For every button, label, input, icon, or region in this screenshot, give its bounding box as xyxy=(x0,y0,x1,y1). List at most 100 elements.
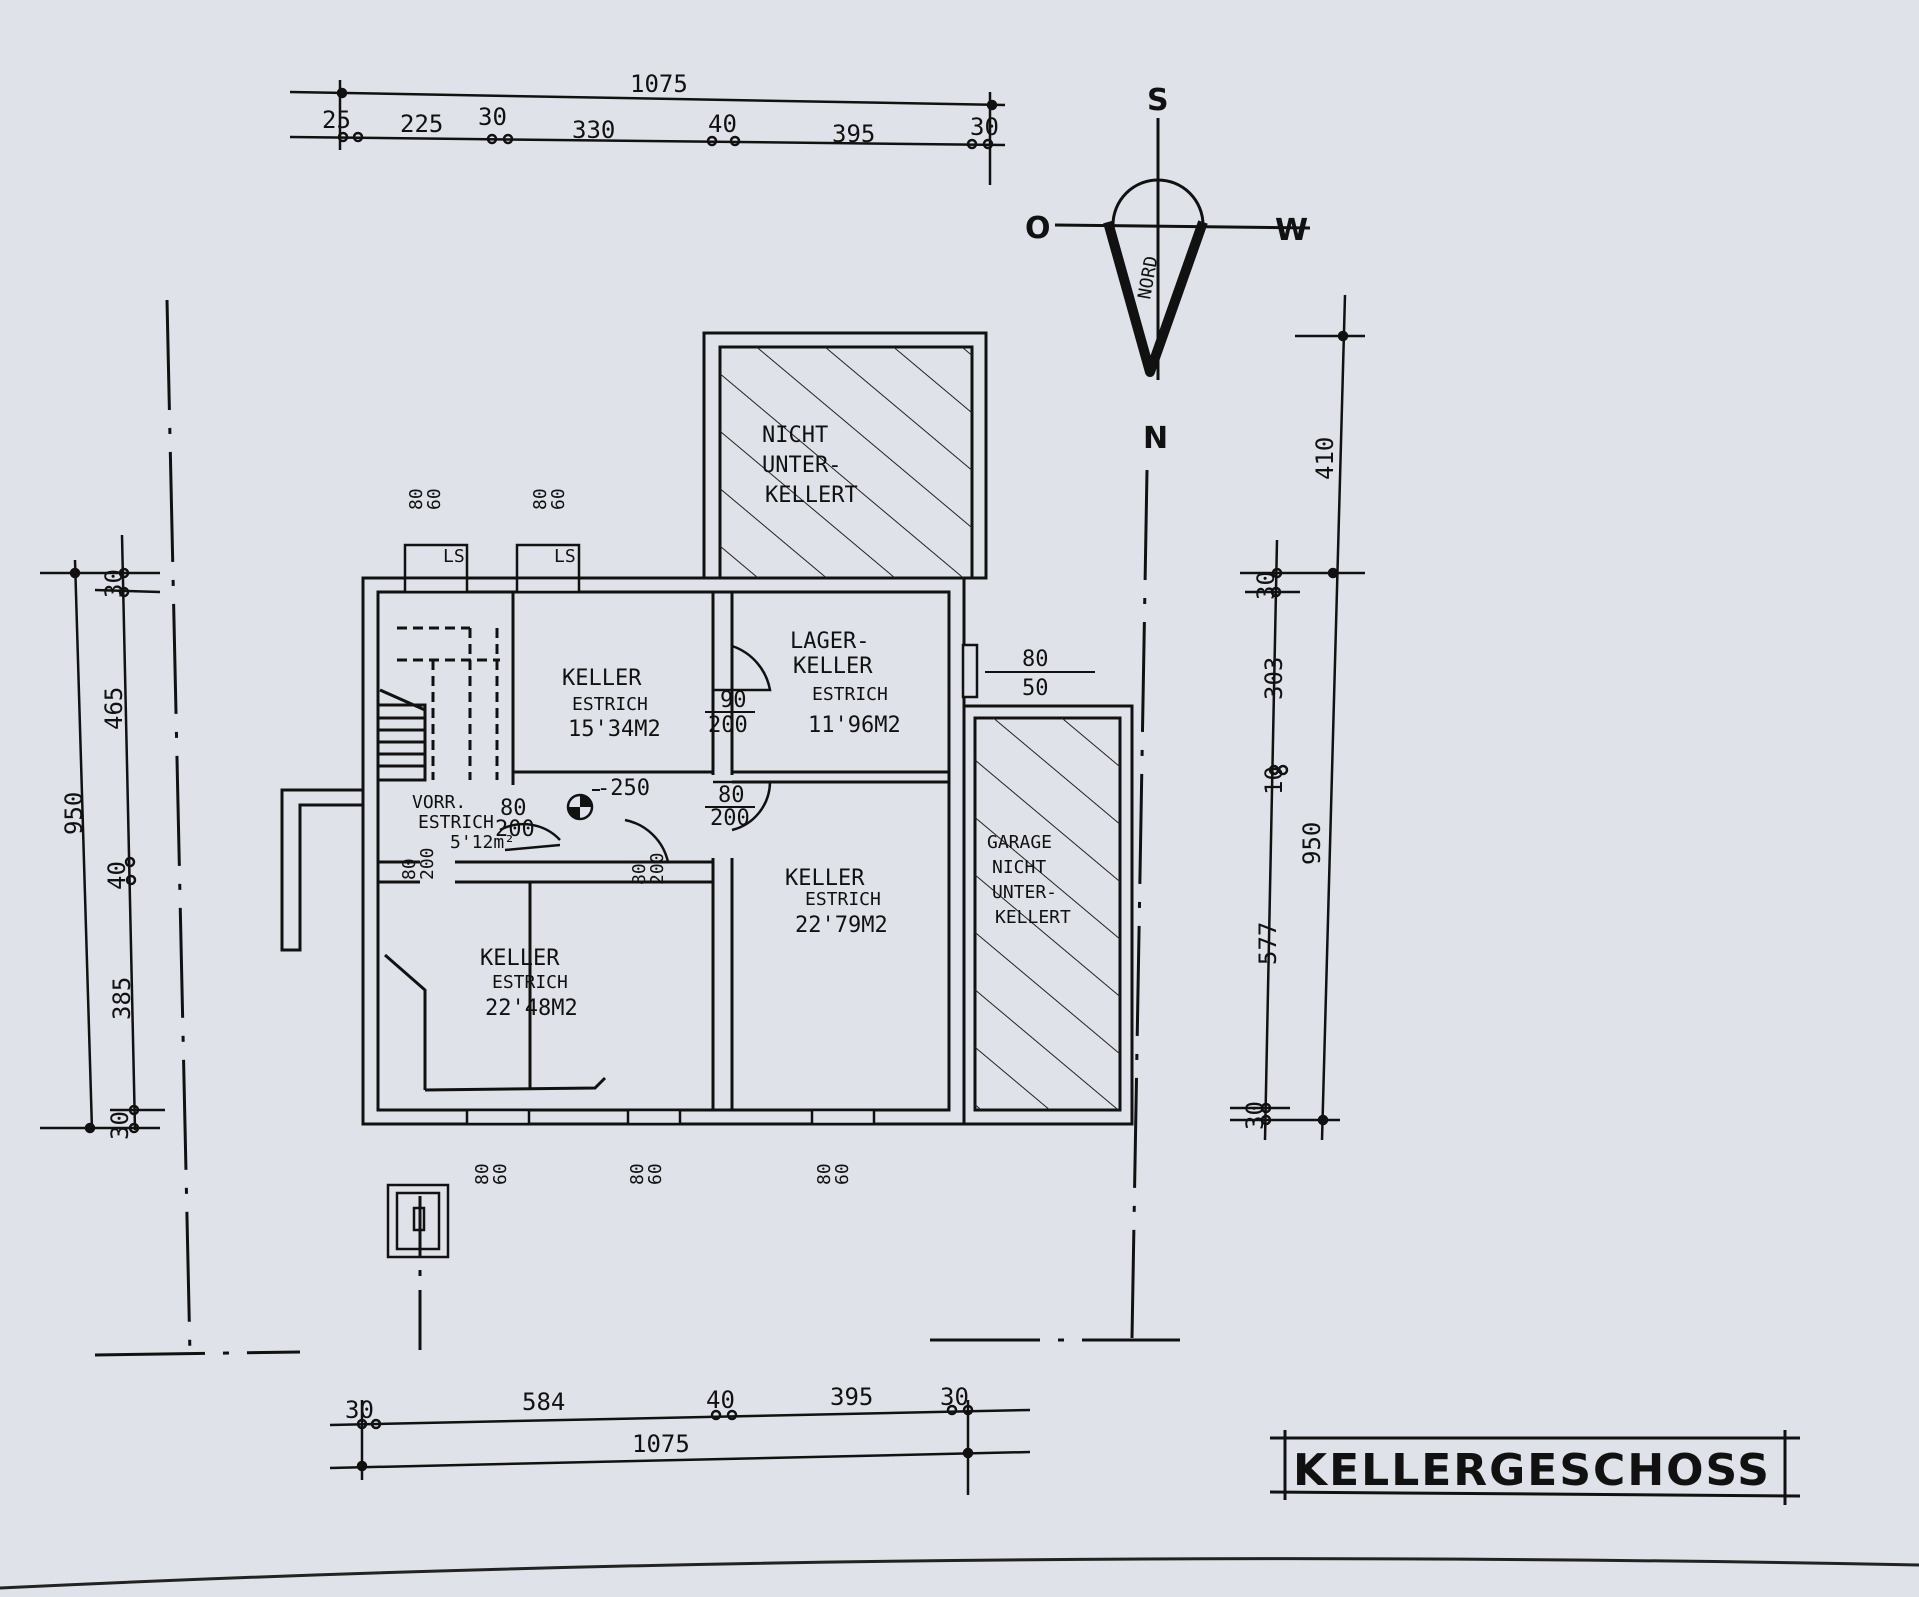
svg-text:60: 60 xyxy=(645,1163,666,1185)
right-overall-dimension: 950 xyxy=(1298,822,1326,865)
top-dim-6: 395 xyxy=(832,120,875,148)
top-dim-5: 40 xyxy=(708,110,737,138)
level-marker: -250 xyxy=(597,776,650,801)
room-label-vorraum: VORR. ESTRICH 5'12m² xyxy=(412,792,515,853)
svg-text:80: 80 xyxy=(627,1163,648,1185)
room-label-lagerkeller: LAGER- KELLER ESTRICH 11'96M2 xyxy=(790,629,901,738)
svg-text:ESTRICH: ESTRICH xyxy=(812,684,888,705)
paper-edge-line xyxy=(0,1557,1919,1590)
svg-text:200: 200 xyxy=(647,852,668,885)
svg-text:UNTER-: UNTER- xyxy=(762,453,841,478)
svg-text:NICHT: NICHT xyxy=(992,857,1046,878)
svg-text:KELLER: KELLER xyxy=(480,946,560,971)
door-mark-height-2: 200 xyxy=(710,806,750,831)
right-dim-2: 303 xyxy=(1260,657,1288,700)
garage-opening-width: 80 xyxy=(1022,647,1049,672)
top-dim-2: 225 xyxy=(400,110,443,138)
left-dimension-chain xyxy=(40,534,165,1134)
light-shaft-label-2: LS xyxy=(554,546,576,567)
room-label-garage: GARAGE NICHT UNTER- KELLERT xyxy=(987,832,1071,928)
top-dim-3: 30 xyxy=(478,103,507,131)
left-dim-2: 465 xyxy=(100,687,128,730)
bottom-dim-4: 395 xyxy=(830,1383,873,1411)
svg-text:200: 200 xyxy=(417,847,438,880)
svg-text:KELLER: KELLER xyxy=(793,654,873,679)
svg-text:5'12m²: 5'12m² xyxy=(450,832,515,853)
room-label-keller-1: KELLER ESTRICH 15'34M2 xyxy=(562,666,661,742)
compass-north-label: N xyxy=(1143,421,1168,456)
svg-text:80: 80 xyxy=(406,488,427,510)
door-mark-width-2: 80 xyxy=(718,783,745,808)
top-dim-4: 330 xyxy=(572,116,615,144)
right-dim-1: 30 xyxy=(1252,571,1280,600)
svg-text:80: 80 xyxy=(629,863,650,885)
drawing-title: KELLERGESCHOSS xyxy=(1293,1445,1771,1496)
svg-text:60: 60 xyxy=(548,488,569,510)
svg-text:KELLERT: KELLERT xyxy=(995,907,1071,928)
outdoor-shaft xyxy=(386,1183,450,1259)
svg-text:11'96M2: 11'96M2 xyxy=(808,713,901,738)
door-swings xyxy=(499,644,772,864)
right-dim-5: 30 xyxy=(1241,1101,1269,1130)
bottom-dim-3: 40 xyxy=(706,1386,735,1414)
right-dimension-chain xyxy=(1230,294,1365,1141)
bottom-dim-2: 584 xyxy=(522,1388,565,1416)
garage-opening-height: 50 xyxy=(1022,676,1049,701)
door-mark-height-vorr: 200 xyxy=(495,817,535,842)
right-dim-4: 577 xyxy=(1254,922,1282,965)
left-dim-3: 40 xyxy=(103,861,131,890)
bottom-dimension-chain xyxy=(329,1400,1031,1495)
right-upper-dimension: 410 xyxy=(1311,437,1339,480)
svg-text:VORR.: VORR. xyxy=(412,792,466,813)
hatch-garage xyxy=(975,718,1120,1110)
right-dim-3: 10 xyxy=(1260,766,1288,795)
compass-west-label: W xyxy=(1275,213,1308,248)
svg-text:80: 80 xyxy=(399,858,420,880)
door-mark-width-vorr: 80 xyxy=(500,796,527,821)
bottom-dim-5: 30 xyxy=(940,1383,969,1411)
svg-text:60: 60 xyxy=(490,1163,511,1185)
light-shaft-label-1: LS xyxy=(443,546,465,567)
svg-text:15'34M2: 15'34M2 xyxy=(568,717,661,742)
svg-text:KELLERT: KELLERT xyxy=(765,483,858,508)
svg-text:ESTRICH: ESTRICH xyxy=(572,694,648,715)
svg-text:80: 80 xyxy=(530,488,551,510)
left-dim-5: 30 xyxy=(106,1111,134,1140)
svg-text:NICHT: NICHT xyxy=(762,423,828,448)
svg-text:60: 60 xyxy=(832,1163,853,1185)
compass-east-label: O xyxy=(1025,211,1051,246)
svg-text:KELLER: KELLER xyxy=(785,866,865,891)
svg-text:LAGER-: LAGER- xyxy=(790,629,869,654)
top-dimension-chain xyxy=(289,80,1006,185)
opening-marks: 80 60 80 60 80 60 80 60 80 60 80 200 80 … xyxy=(399,488,853,1185)
room-label-keller-3: KELLER ESTRICH 22'48M2 xyxy=(480,946,578,1021)
title-block xyxy=(1269,1430,1801,1505)
svg-text:80: 80 xyxy=(814,1163,835,1185)
door-mark-width-1: 90 xyxy=(720,688,747,713)
svg-text:UNTER-: UNTER- xyxy=(992,882,1057,903)
compass-south-label: S xyxy=(1147,83,1169,118)
svg-text:ESTRICH: ESTRICH xyxy=(492,972,568,993)
left-dim-4: 385 xyxy=(108,977,136,1020)
bottom-overall-dimension: 1075 xyxy=(632,1430,690,1458)
room-label-keller-2: KELLER ESTRICH 22'79M2 xyxy=(785,866,888,938)
compass-rose xyxy=(1054,118,1311,380)
svg-text:80: 80 xyxy=(472,1163,493,1185)
room-label-nicht-unterkellert: NICHT UNTER- KELLERT xyxy=(762,423,858,508)
left-overall-dimension: 950 xyxy=(60,792,88,835)
door-mark-height-1: 200 xyxy=(708,713,748,738)
svg-text:22'79M2: 22'79M2 xyxy=(795,913,888,938)
floor-drain-marker xyxy=(566,789,600,821)
windows xyxy=(403,543,979,1126)
hatch-not-basement-north xyxy=(720,347,972,578)
left-dim-1: 30 xyxy=(100,569,128,598)
axis-lines xyxy=(94,299,1180,1357)
svg-text:22'48M2: 22'48M2 xyxy=(485,996,578,1021)
bottom-dim-1: 30 xyxy=(345,1396,374,1424)
top-overall-dimension: 1075 xyxy=(630,70,688,98)
svg-text:GARAGE: GARAGE xyxy=(987,832,1052,853)
svg-text:ESTRICH: ESTRICH xyxy=(418,812,494,833)
top-dim-7: 30 xyxy=(970,113,999,141)
